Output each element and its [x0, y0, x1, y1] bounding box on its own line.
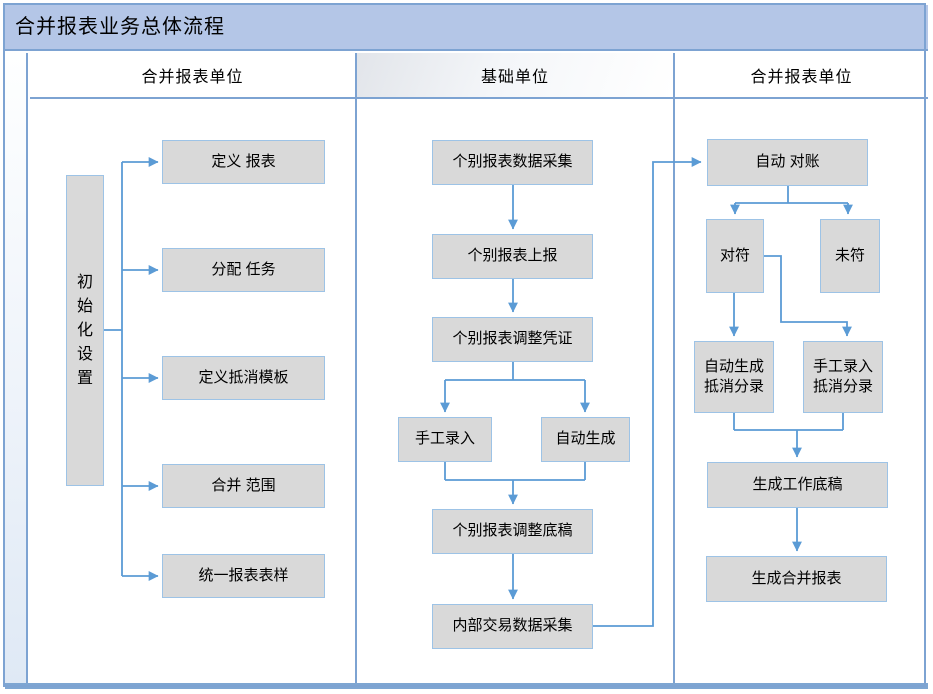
lane-consolidation-unit-right: 合并报表单位 [675, 53, 928, 683]
left-gutter [5, 53, 28, 683]
node-manual-entry: 手工录入 [398, 417, 492, 462]
node-individual-data-collection: 个别报表数据采集 [432, 140, 593, 185]
node-generate-consolidated-report: 生成合并报表 [706, 556, 887, 602]
node-unmatched: 未符 [820, 219, 880, 293]
node-manual-elimination-entry: 手工录入 抵消分录 [803, 341, 883, 413]
node-assign-task: 分配 任务 [162, 248, 325, 292]
node-internal-transaction-collection: 内部交易数据采集 [432, 604, 593, 649]
node-individual-adjustment-draft: 个别报表调整底稿 [432, 509, 593, 554]
lane-header-consolidation-unit-left: 合并报表单位 [30, 53, 355, 99]
node-auto-elimination-entry: 自动生成 抵消分录 [694, 341, 774, 413]
node-individual-adjustment-voucher: 个别报表调整凭证 [432, 317, 593, 362]
node-init-settings-label: 初始化设置 [76, 273, 93, 387]
node-define-report: 定义 报表 [162, 140, 325, 184]
node-individual-report-submit: 个别报表上报 [432, 234, 593, 279]
node-unified-report-format: 统一报表表样 [162, 554, 325, 598]
page-title: 合并报表业务总体流程 [5, 5, 928, 51]
lane-consolidation-unit-left: 合并报表单位 [30, 53, 357, 683]
node-auto-generate: 自动生成 [541, 417, 630, 462]
node-init-settings: 初始化设置 [66, 175, 104, 486]
node-auto-reconciliation: 自动 对账 [707, 139, 868, 186]
lane-header-base-unit: 基础单位 [357, 53, 673, 99]
node-matched: 对符 [706, 219, 764, 293]
lane-header-consolidation-unit-right: 合并报表单位 [675, 53, 928, 99]
lane-base-unit: 基础单位 [357, 53, 675, 683]
node-define-elimination-template: 定义抵消模板 [162, 356, 325, 400]
node-consolidation-scope: 合并 范围 [162, 464, 325, 508]
node-generate-working-paper: 生成工作底稿 [707, 462, 888, 508]
